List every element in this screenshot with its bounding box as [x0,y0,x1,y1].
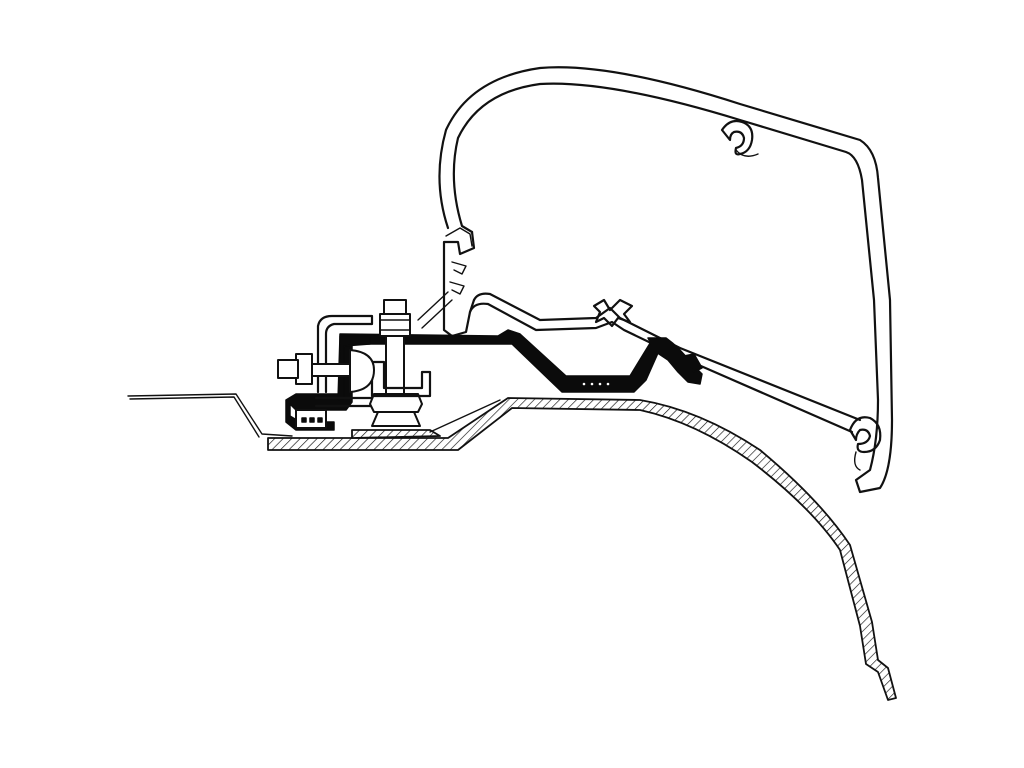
bolt-foot [369,393,423,413]
roof-base-hatched [267,397,897,701]
bracket-inner-tab [337,335,371,401]
awning-cassette-profile [417,66,894,494]
bolt-shank [385,331,405,395]
hook-lip-lower [853,451,861,471]
side-bolt-dome [349,349,375,393]
cassette-left-wall [442,230,476,338]
weld-mark [590,382,594,386]
cassette-lower-body [472,292,862,422]
mounting-bolt [277,299,432,429]
roof-slope-line [429,399,501,433]
bolt-clamp [370,360,432,398]
roof-foot-wedge [351,429,441,439]
side-bolt-shank [311,363,351,377]
cassette-outer-shell [438,66,894,494]
cassette-lower-body-inner [468,302,854,434]
roof-left-sheet [127,393,293,437]
vehicle-roof-panel [127,393,897,701]
spacer-block-dots [301,417,323,423]
cassette-clip-mid2 [449,281,465,295]
side-bolt-nut [277,359,299,379]
roof-left-sheet-inner [129,396,260,438]
bolt-pad [371,411,421,427]
weld-mark [606,382,610,386]
bolt-tip [383,299,407,315]
cassette-lower-hook [848,416,882,454]
adapter-bracket [285,329,703,431]
bracket-main-profile [285,329,663,431]
cassette-clip-mid [451,261,467,275]
bracket-hook-tip [683,353,703,373]
cassette-top-key [592,298,634,328]
cassette-strut [417,291,453,329]
weld-mark [582,382,586,386]
bolt-nut-top [379,313,411,337]
plate-outline [316,314,374,394]
bracket-weld-marks [582,382,610,386]
cassette-clip-upper [445,227,473,247]
weld-mark [598,382,602,386]
cassette-upper-hook [720,119,754,156]
hook-lip-upper [735,149,759,157]
